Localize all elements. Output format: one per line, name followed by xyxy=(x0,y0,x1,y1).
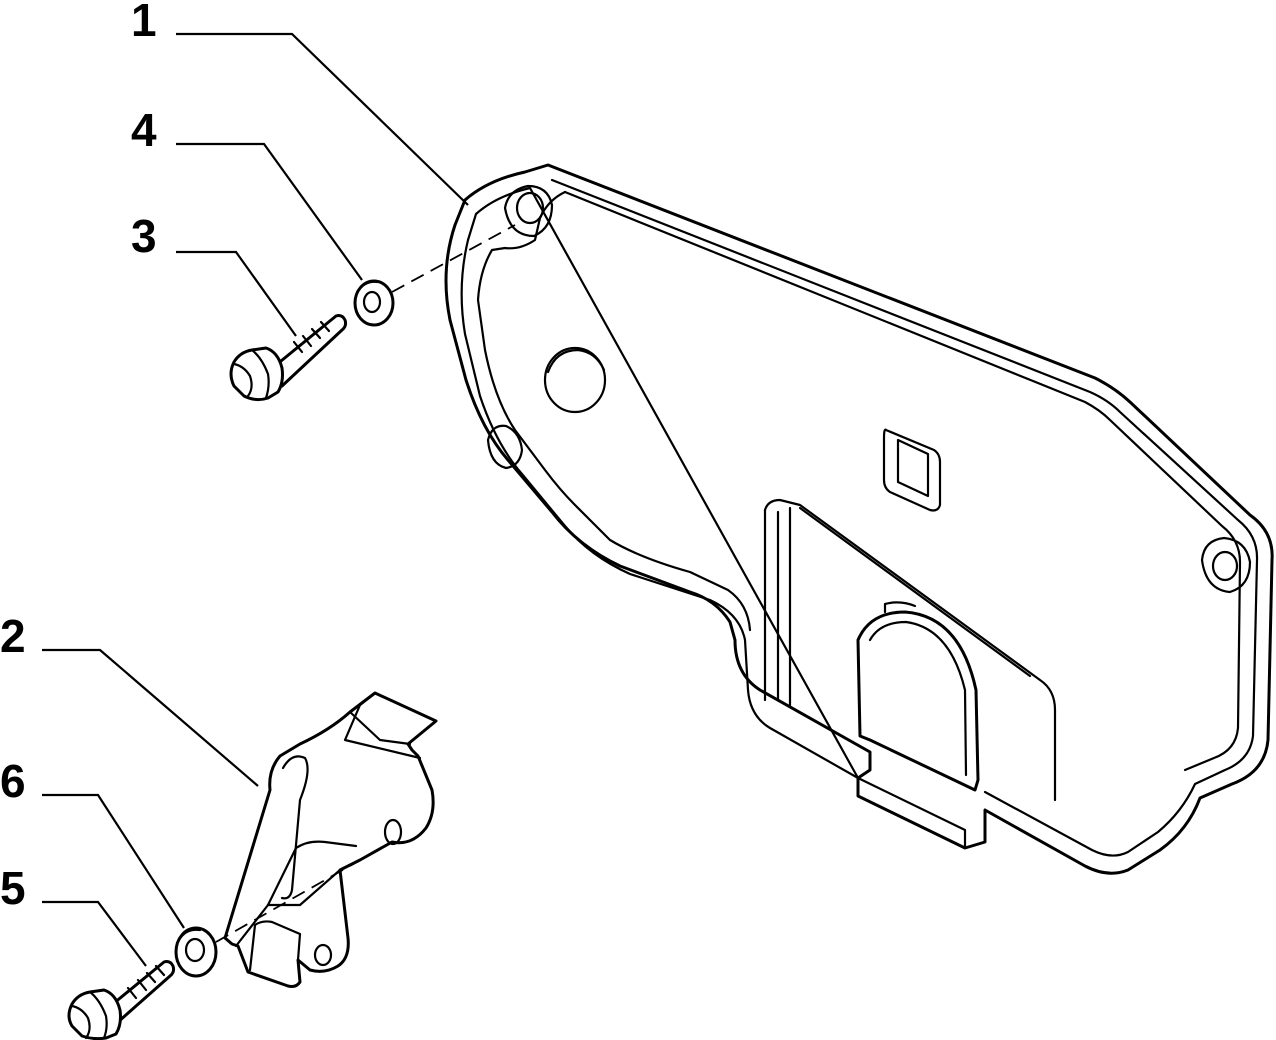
part-5-bolt-lower xyxy=(67,960,176,1040)
leader-line-3 xyxy=(176,250,297,337)
part-2-bracket xyxy=(223,691,438,988)
leader-line-6 xyxy=(42,793,185,929)
leader-line-5 xyxy=(42,900,147,967)
callout-4: 4 xyxy=(131,104,157,156)
callout-1: 1 xyxy=(131,0,157,46)
part-1-timing-cover xyxy=(444,163,1274,875)
part-4-washer-upper xyxy=(353,279,395,327)
callout-5: 5 xyxy=(0,862,26,914)
leader-line-4 xyxy=(176,142,363,281)
leader-line-1 xyxy=(176,32,469,206)
callout-3: 3 xyxy=(131,210,157,262)
callout-2: 2 xyxy=(0,610,26,662)
assembly-axis-upper xyxy=(391,224,516,293)
part-6-washer-lower xyxy=(174,926,218,978)
part-3-bolt-upper xyxy=(229,314,348,402)
assembly-axis-lower xyxy=(215,841,393,943)
leader-line-2 xyxy=(42,648,259,787)
callout-6: 6 xyxy=(0,755,26,807)
